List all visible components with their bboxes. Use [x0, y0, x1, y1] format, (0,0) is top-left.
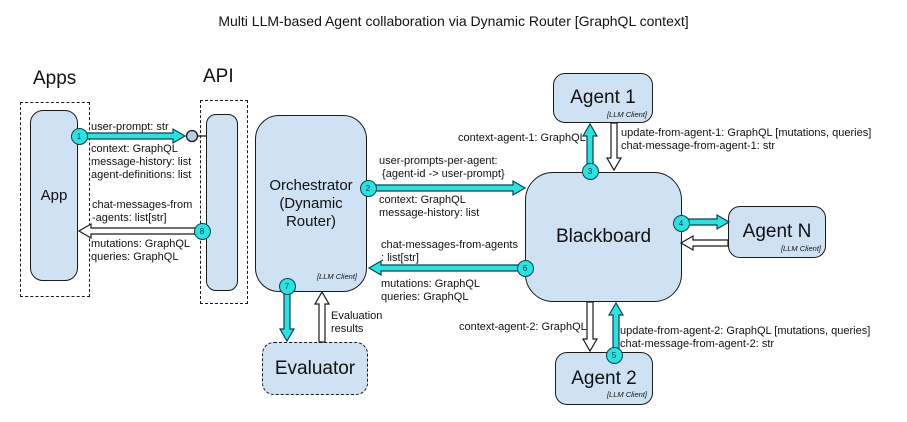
arrow-orchestrator-to-blackboard: [371, 179, 527, 197]
label-chat-messages-to-app: chat-messages-from -agents: list[str]: [92, 199, 193, 224]
label-user-prompts-per-agent: user-prompts-per-agent: {agent-id -> use…: [379, 155, 505, 180]
agent-n-node: Agent N [LLM Client]: [728, 206, 826, 258]
label-update-from-agent-1: update-from-agent-1: GraphQL [mutations,…: [621, 127, 872, 152]
step-badge-2: 2: [359, 179, 377, 197]
orchestrator-node-label: Orchestrator (Dynamic Router): [269, 176, 353, 230]
api-group-label: API: [203, 66, 234, 87]
apps-group-box: [20, 102, 90, 297]
arrow-agent-1-to-blackboard: [605, 122, 623, 172]
agent-1-llm-client-tag: [LLM Client]: [606, 110, 647, 119]
app-node-label: App: [40, 187, 68, 204]
label-evaluation-results: Evaluation results: [331, 310, 383, 335]
label-context-agent-1: context-agent-1: GraphQL: [458, 132, 586, 144]
evaluator-node-label: Evaluator: [274, 357, 356, 379]
label-update-from-agent-2: update-from-agent-2: GraphQL [mutations,…: [620, 325, 871, 350]
diagram-title: Multi LLM-based Agent collaboration via …: [218, 13, 689, 29]
step-badge-6: 6: [516, 259, 534, 277]
label-orchestrator-context: context: GraphQL message-history: list: [379, 194, 480, 219]
agent-1-node: Agent 1 [LLM Client]: [553, 73, 653, 123]
agent-2-node: Agent 2 [LLM Client]: [555, 352, 653, 405]
orchestrator-node: Orchestrator (Dynamic Router) [LLM Clien…: [255, 115, 367, 292]
step-badge-7: 7: [278, 277, 296, 295]
agent-n-node-label: Agent N: [742, 221, 812, 242]
label-mutations-queries-app: mutations: GraphQL queries: GraphQL: [91, 238, 191, 263]
api-interface-lollipop-icon: [185, 129, 199, 143]
arrow-orchestrator-to-evaluator: [278, 290, 296, 343]
arrow-api-to-app: [77, 222, 207, 240]
orchestrator-llm-client-tag: [LLM Client]: [316, 272, 357, 281]
label-context-agent-2: context-agent-2: GraphQL: [459, 321, 587, 333]
agent-1-node-label: Agent 1: [570, 87, 636, 108]
step-badge-5: 5: [605, 346, 623, 364]
api-node: [206, 114, 238, 291]
agent-2-llm-client-tag: [LLM Client]: [606, 390, 647, 399]
label-user-prompt: user-prompt: str: [91, 121, 169, 133]
step-badge-3: 3: [581, 162, 599, 180]
evaluator-node: Evaluator: [262, 342, 368, 395]
label-mutations-queries-orchestrator: mutations: GraphQL queries: GraphQL: [381, 278, 481, 303]
agent-n-llm-client-tag: [LLM Client]: [780, 244, 821, 253]
step-badge-4: 4: [672, 214, 690, 232]
label-app-to-api-context: context: GraphQL message-history: list a…: [91, 143, 192, 181]
app-node: App: [30, 110, 78, 281]
agent-2-node-label: Agent 2: [571, 367, 637, 389]
blackboard-node: Blackboard: [525, 172, 682, 302]
blackboard-node-label: Blackboard: [555, 226, 652, 247]
label-chat-messages-to-orchestrator: chat-messages-from-agents : list[str]: [381, 239, 518, 264]
apps-group-label: Apps: [33, 68, 77, 89]
step-badge-8: 8: [193, 222, 211, 240]
arrow-evaluator-to-orchestrator: [313, 290, 331, 343]
arrow-blackboard-to-agent-n: [687, 213, 731, 231]
arrow-agent-n-to-blackboard: [679, 234, 729, 252]
api-group-box: [200, 100, 248, 304]
step-badge-1: 1: [70, 127, 88, 145]
